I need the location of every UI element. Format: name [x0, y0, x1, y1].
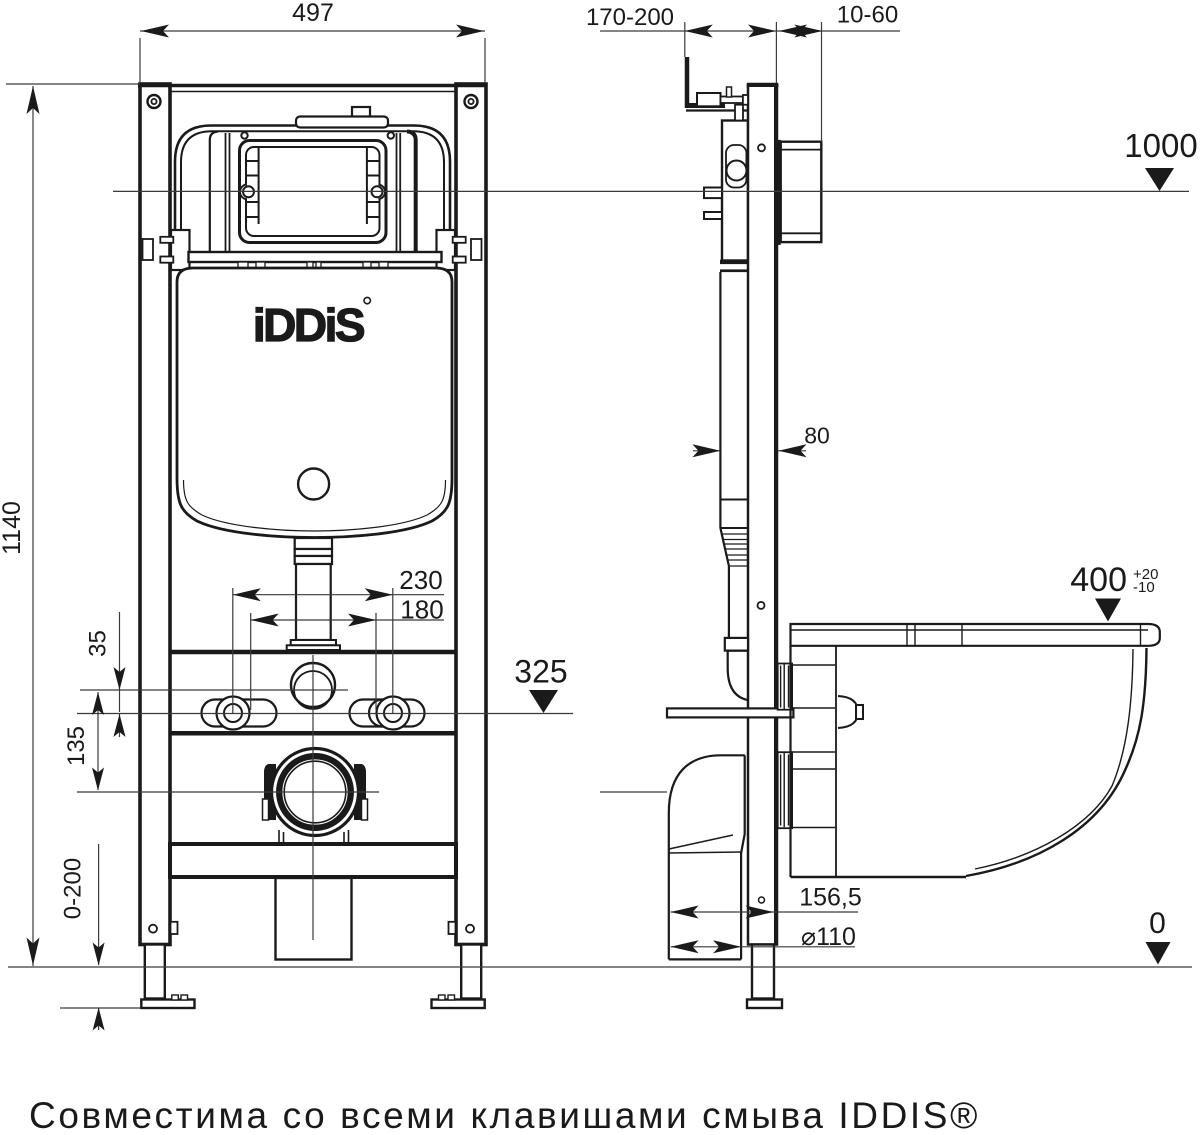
svg-text:0-200: 0-200	[60, 858, 87, 919]
svg-text:230: 230	[399, 565, 442, 595]
svg-text:iDDiS: iDDiS	[253, 299, 364, 351]
svg-text:497: 497	[292, 0, 334, 27]
svg-text:⌀110: ⌀110	[801, 923, 856, 951]
svg-text:-10: -10	[1133, 579, 1155, 596]
svg-text:80: 80	[804, 422, 830, 448]
svg-text:0: 0	[1149, 907, 1166, 940]
svg-text:Совместима со всеми клавишами: Совместима со всеми клавишами смыва IDDI…	[29, 1095, 980, 1135]
svg-text:156,5: 156,5	[799, 883, 862, 911]
svg-text:35: 35	[85, 630, 112, 657]
svg-text:180: 180	[400, 595, 443, 625]
svg-text:170-200: 170-200	[586, 4, 674, 31]
svg-text:1000: 1000	[1124, 127, 1197, 164]
svg-text:400: 400	[1070, 561, 1127, 599]
svg-text:+20: +20	[1133, 566, 1158, 583]
svg-text:325: 325	[514, 654, 567, 690]
svg-text:135: 135	[63, 726, 90, 766]
svg-text:1140: 1140	[0, 501, 26, 555]
svg-text:10-60: 10-60	[837, 2, 898, 29]
